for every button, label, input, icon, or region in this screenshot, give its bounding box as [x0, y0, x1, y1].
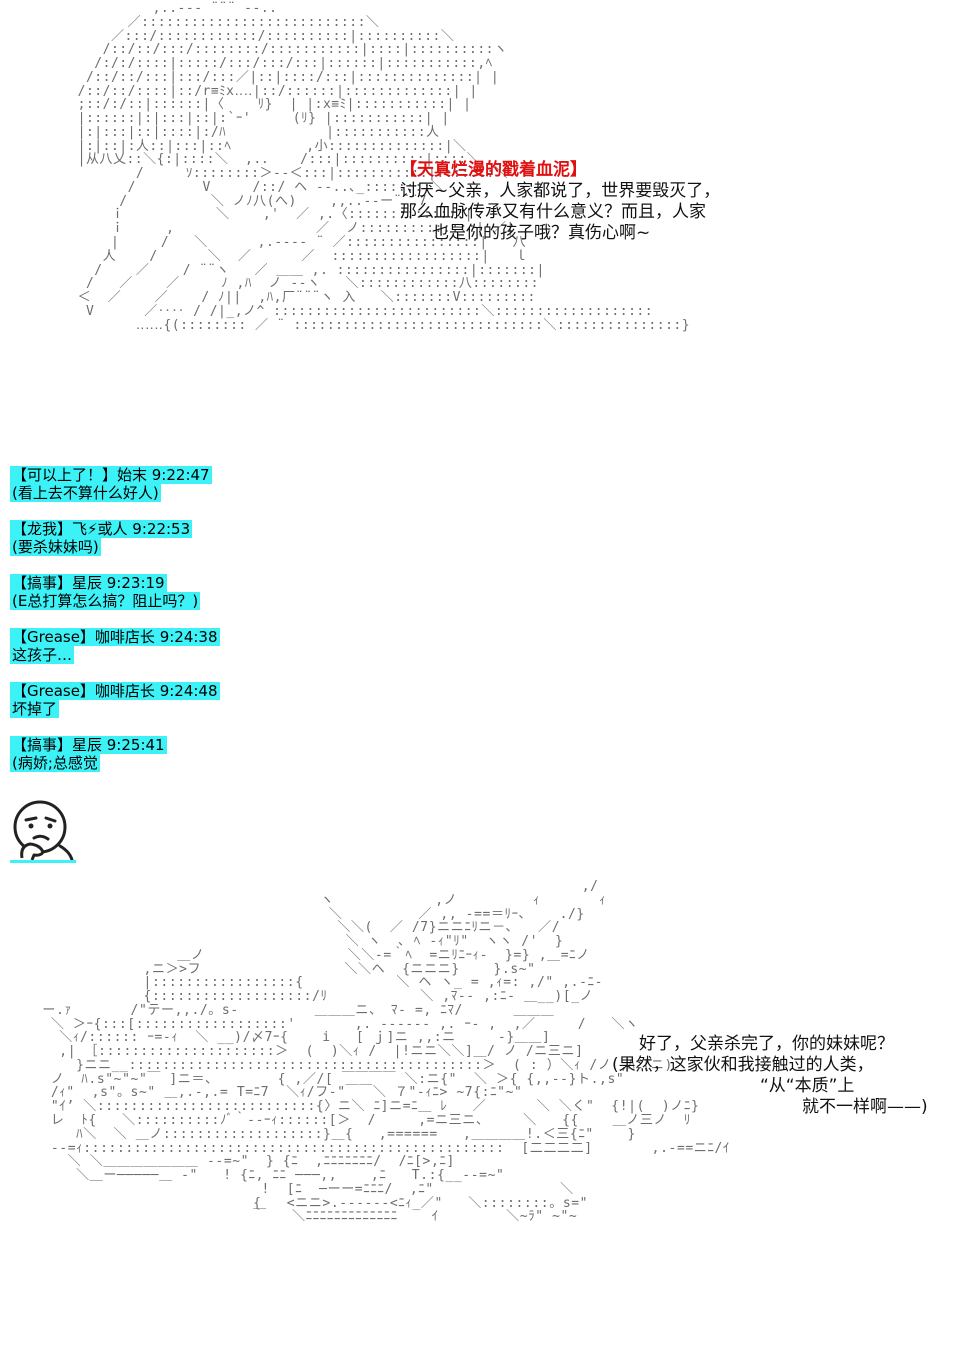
speech-bottom: 好了，父亲杀完了，你的妹妹呢？ (果然，这家伙和我接触过的人类， “从“本质”上…: [612, 1034, 928, 1118]
thinking-face-icon: [13, 800, 74, 862]
chat-message: 【Grease】咖啡店长 9:24:48 坏掉了: [10, 682, 220, 718]
chat-body: (病娇;总感觉: [10, 754, 100, 772]
speech-bottom-line: 好了，父亲杀完了，你的妹妹呢？: [639, 1034, 894, 1054]
face-underline: [10, 860, 76, 863]
chat-header: 【可以上了！】始末 9:22:47: [10, 466, 212, 484]
speech-top-line: 讨厌~父亲，人家都说了，世界要毁灭了，: [400, 181, 721, 201]
chat-header: 【龙我】飞⚡或人 9:22:53: [10, 520, 193, 538]
chat-body: (看上去不算什么好人): [10, 484, 161, 502]
chat-header: 【Grease】咖啡店长 9:24:48: [10, 682, 220, 700]
chat-body: (E总打算怎么搞？阻止吗？): [10, 592, 201, 610]
chat-message: 【龙我】飞⚡或人 9:22:53 (要杀妹妹吗): [10, 520, 220, 556]
chat-header: 【Grease】咖啡店长 9:24:38: [10, 628, 220, 646]
speech-bottom-line: (果然，这家伙和我接触过的人类，: [612, 1055, 874, 1075]
chat-body: 这孩子…: [10, 646, 75, 664]
chat-message: 【Grease】咖啡店长 9:24:38 这孩子…: [10, 628, 220, 664]
speech-top-line: 那么血脉传承又有什么意义？而且，人家: [400, 202, 706, 222]
chat-log: 【可以上了！】始末 9:22:47 (看上去不算什么好人) 【龙我】飞⚡或人 9…: [10, 466, 220, 790]
chat-header: 【搞事】星辰 9:25:41: [10, 736, 167, 754]
chat-message: 【可以上了！】始末 9:22:47 (看上去不算什么好人): [10, 466, 220, 502]
chat-body: 坏掉了: [10, 700, 60, 718]
chat-header: 【搞事】星辰 9:23:19: [10, 574, 167, 592]
speech-top: 【天真烂漫的戳着血泥】 讨厌~父亲，人家都说了，世界要毁灭了， 那么血脉传承又有…: [400, 160, 720, 244]
speech-bottom-line: “从“本质”上: [760, 1076, 855, 1096]
speech-top-line: 也是你的孩子哦？真伤心啊~: [432, 223, 651, 243]
speech-top-tag: 【天真烂漫的戳着血泥】: [400, 160, 587, 180]
chat-message: 【搞事】星辰 9:25:41 (病娇;总感觉: [10, 736, 220, 772]
speech-bottom-line: 就不一样啊——): [802, 1097, 928, 1117]
chat-message: 【搞事】星辰 9:23:19 (E总打算怎么搞？阻止吗？): [10, 574, 220, 610]
chat-body: (要杀妹妹吗): [10, 538, 101, 556]
